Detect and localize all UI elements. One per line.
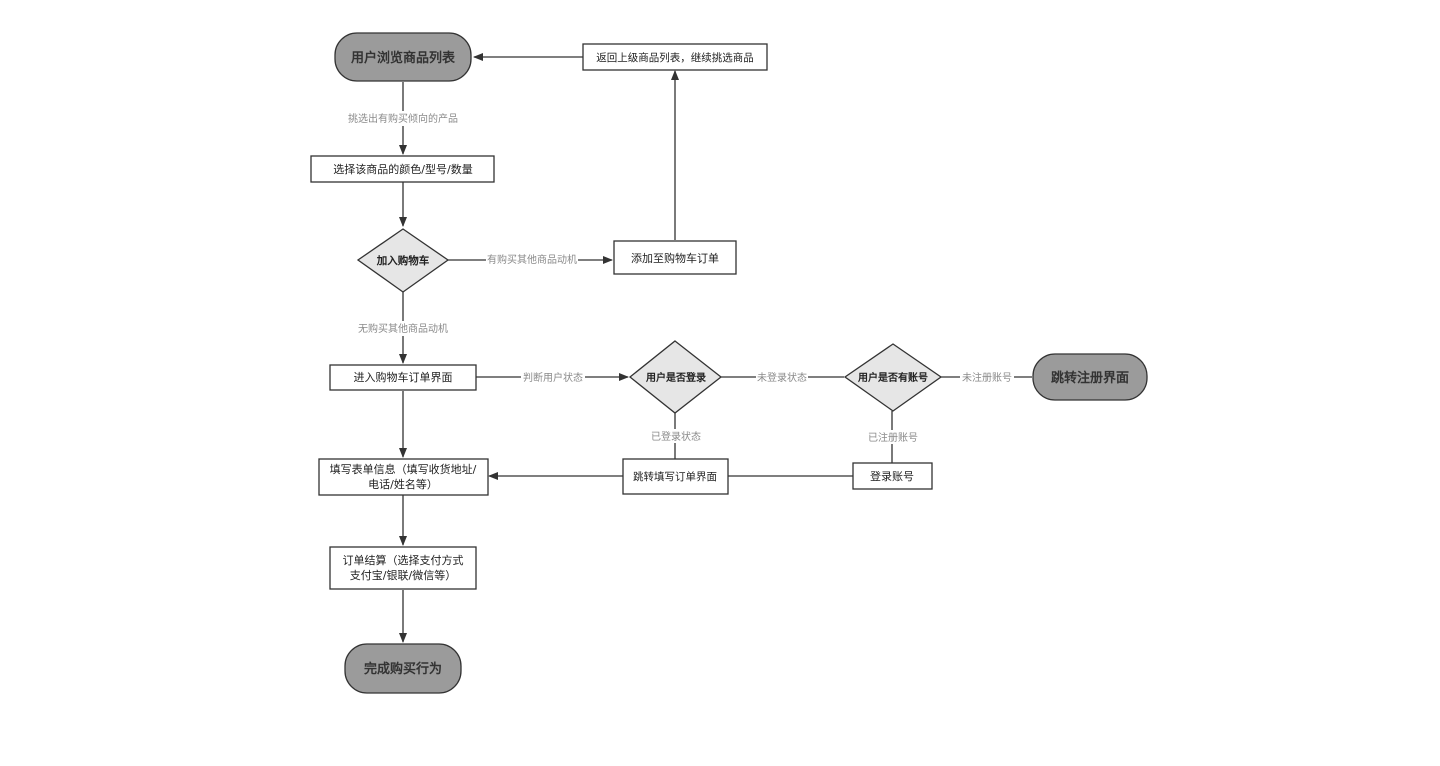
label-pick-product: 挑选出有购买倾向的产品	[348, 112, 458, 125]
node-add-cart-text: 加入购物车	[376, 254, 430, 267]
node-goto-fill-order-text: 跳转填写订单界面	[633, 470, 717, 483]
node-goto-fill-order: 跳转填写订单界面	[622, 458, 729, 495]
node-checkout: 订单结算（选择支付方式 支付宝/银联/微信等）	[329, 546, 477, 590]
label-registered: 已注册账号	[868, 431, 918, 444]
node-add-cart-order-text: 添加至购物车订单	[631, 251, 719, 265]
node-browse: 用户浏览商品列表	[334, 32, 472, 82]
node-select-spec: 选择该商品的颜色/型号/数量	[310, 155, 495, 183]
label-no-other-motive: 无购买其他商品动机	[358, 322, 448, 335]
node-select-spec-text: 选择该商品的颜色/型号/数量	[333, 162, 472, 176]
node-add-cart: 加入购物车	[356, 228, 450, 293]
node-checkout-text-line1: 订单结算（选择支付方式	[343, 553, 464, 567]
node-is-logged-in-text: 用户是否登录	[645, 371, 706, 384]
node-complete: 完成购买行为	[344, 643, 462, 694]
node-goto-register: 跳转注册界面	[1032, 353, 1148, 401]
node-return-list-text: 返回上级商品列表，继续挑选商品	[596, 51, 754, 64]
node-fill-form-text-line2: 电话/姓名等）	[368, 477, 438, 491]
node-fill-form-text-line1: 填写表单信息（填写收货地址/	[330, 462, 477, 476]
node-add-cart-order: 添加至购物车订单	[613, 240, 737, 275]
label-not-logged-in: 未登录状态	[757, 371, 807, 384]
label-not-registered: 未注册账号	[962, 371, 1012, 384]
edge-labels: 挑选出有购买倾向的产品 有购买其他商品动机 无购买其他商品动机 判断用户状态 未…	[344, 111, 1014, 444]
node-complete-text: 完成购买行为	[364, 661, 442, 677]
label-check-status: 判断用户状态	[523, 371, 583, 384]
node-is-logged-in: 用户是否登录	[628, 340, 723, 414]
node-login: 登录账号	[852, 462, 933, 490]
node-goto-register-text: 跳转注册界面	[1051, 370, 1129, 386]
node-checkout-text-line2: 支付宝/银联/微信等）	[350, 568, 456, 582]
label-logged-in: 已登录状态	[651, 430, 701, 443]
node-enter-cart-text: 进入购物车订单界面	[354, 370, 453, 384]
node-has-account: 用户是否有账号	[843, 343, 943, 412]
node-fill-form: 填写表单信息（填写收货地址/ 电话/姓名等）	[318, 458, 489, 496]
node-login-text: 登录账号	[870, 469, 914, 483]
label-has-other-motive: 有购买其他商品动机	[487, 253, 577, 266]
node-enter-cart: 进入购物车订单界面	[329, 364, 477, 391]
node-browse-text: 用户浏览商品列表	[350, 50, 456, 66]
edges	[399, 53, 1032, 643]
node-has-account-text: 用户是否有账号	[857, 371, 928, 384]
node-return-list: 返回上级商品列表，继续挑选商品	[582, 43, 768, 71]
